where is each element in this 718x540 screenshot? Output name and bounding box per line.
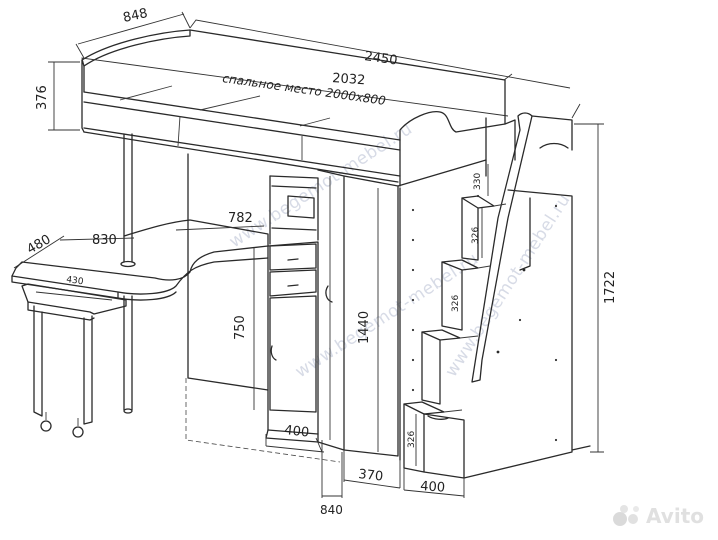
dim-782: 782	[228, 211, 253, 226]
dim-step-326-2: 326	[451, 295, 461, 312]
support-pole	[120, 133, 136, 414]
step-block-1	[461, 197, 479, 261]
pole-joint	[120, 260, 136, 268]
dim-376: 376	[35, 85, 50, 110]
corner-desk	[11, 219, 269, 438]
front-rail-bottom	[83, 127, 401, 177]
headboard-left-edge	[81, 59, 85, 133]
dim-750: 750	[233, 315, 248, 340]
cabinet-back-edge	[187, 153, 269, 391]
dim-400-stairs-line	[403, 468, 465, 498]
avito-logo-text: Avito	[646, 504, 704, 528]
wardrobe-handle	[325, 285, 333, 303]
footboard-side	[504, 119, 516, 161]
caster-1	[40, 420, 52, 432]
dim-430: 430	[66, 275, 85, 287]
dim-400-cabinet-line	[265, 434, 325, 453]
platform-slats	[119, 85, 331, 127]
shelf-boards	[271, 185, 317, 231]
dim-782-line	[175, 225, 265, 231]
pullout-left-panel	[33, 305, 43, 417]
step-top	[461, 195, 495, 209]
pole-lower	[123, 295, 133, 411]
ladder-rail-top	[531, 115, 573, 151]
cabinet-plinth	[265, 429, 319, 443]
pullout-top	[21, 283, 127, 315]
bed-platform	[81, 29, 516, 187]
dim-1722: 1722	[603, 271, 618, 304]
dim-1440: 1440	[357, 311, 372, 344]
dim-2032-line	[81, 57, 513, 117]
dim-2032: 2032	[332, 71, 366, 88]
front-rail-inner	[83, 101, 401, 151]
stair-base-right	[571, 445, 591, 451]
dim-480-830-line	[13, 235, 135, 269]
dim-2450-line	[189, 19, 581, 119]
desk-top-outline	[11, 219, 269, 295]
dim-480: 480	[25, 232, 54, 257]
stair-side-panel	[463, 189, 573, 479]
step-block-4	[403, 403, 425, 473]
assembly-dots	[411, 194, 558, 442]
back-rail-top	[189, 29, 506, 81]
ladder-rail-curve	[539, 142, 569, 149]
dim-370: 370	[358, 467, 384, 485]
caster-stems	[45, 412, 79, 426]
platform-joint-left	[177, 115, 181, 147]
step-3-top	[421, 329, 461, 341]
avito-logo: Avito	[612, 504, 704, 528]
dim-840-line	[321, 440, 343, 498]
desk-cabinet	[187, 153, 319, 443]
pole-foot	[123, 408, 133, 414]
panel-bolt-2	[496, 350, 500, 354]
cabinet-door-handle	[270, 345, 277, 361]
footboard	[399, 79, 506, 141]
cabinet-top	[267, 241, 319, 435]
drawer-handles	[287, 258, 299, 287]
pullout-right-panel	[83, 315, 93, 425]
front-rail-top	[83, 91, 401, 141]
drawer-1	[269, 243, 317, 271]
wardrobe-front	[343, 175, 399, 457]
stair-drawer-handle	[427, 415, 449, 420]
shelf-niche	[287, 195, 315, 219]
hidden-line-base	[185, 378, 341, 463]
dim-2450: 2450	[363, 49, 398, 68]
dim-430-line	[35, 291, 113, 301]
stair-bottom-box	[423, 413, 465, 479]
dim-step-330: 330	[473, 173, 483, 190]
dim-848: 848	[122, 6, 149, 26]
dim-370-line	[343, 450, 401, 489]
dim-848-line	[75, 11, 191, 59]
panel-bolt-1	[522, 268, 526, 272]
dim-376-line	[48, 61, 80, 131]
cabinet-door	[269, 295, 317, 413]
headboard-top	[81, 29, 191, 67]
dim-840: 840	[320, 503, 343, 517]
wardrobe	[185, 169, 399, 463]
stair-panel-inner	[519, 197, 531, 271]
cabinet-bottom	[267, 429, 319, 435]
drawer-2	[269, 269, 317, 297]
dim-step-326-1: 326	[471, 227, 481, 244]
caster-2	[72, 426, 84, 438]
dim-400-stairs: 400	[420, 479, 446, 496]
dim-step-lines	[415, 164, 489, 466]
dim-step-326-3: 326	[407, 431, 417, 448]
dim-830: 830	[92, 233, 117, 248]
dim-1722-line	[574, 123, 604, 453]
wardrobe-side	[317, 169, 345, 451]
dim-400-cabinet: 400	[284, 423, 310, 441]
avito-dots-icon	[613, 505, 640, 526]
platform-bottom-edge	[83, 131, 399, 183]
step-block-3	[421, 331, 441, 405]
step-noses	[443, 203, 507, 413]
shelf-unit-top	[269, 175, 319, 241]
ladder-rail	[471, 112, 533, 383]
dimension-lines	[13, 11, 604, 498]
